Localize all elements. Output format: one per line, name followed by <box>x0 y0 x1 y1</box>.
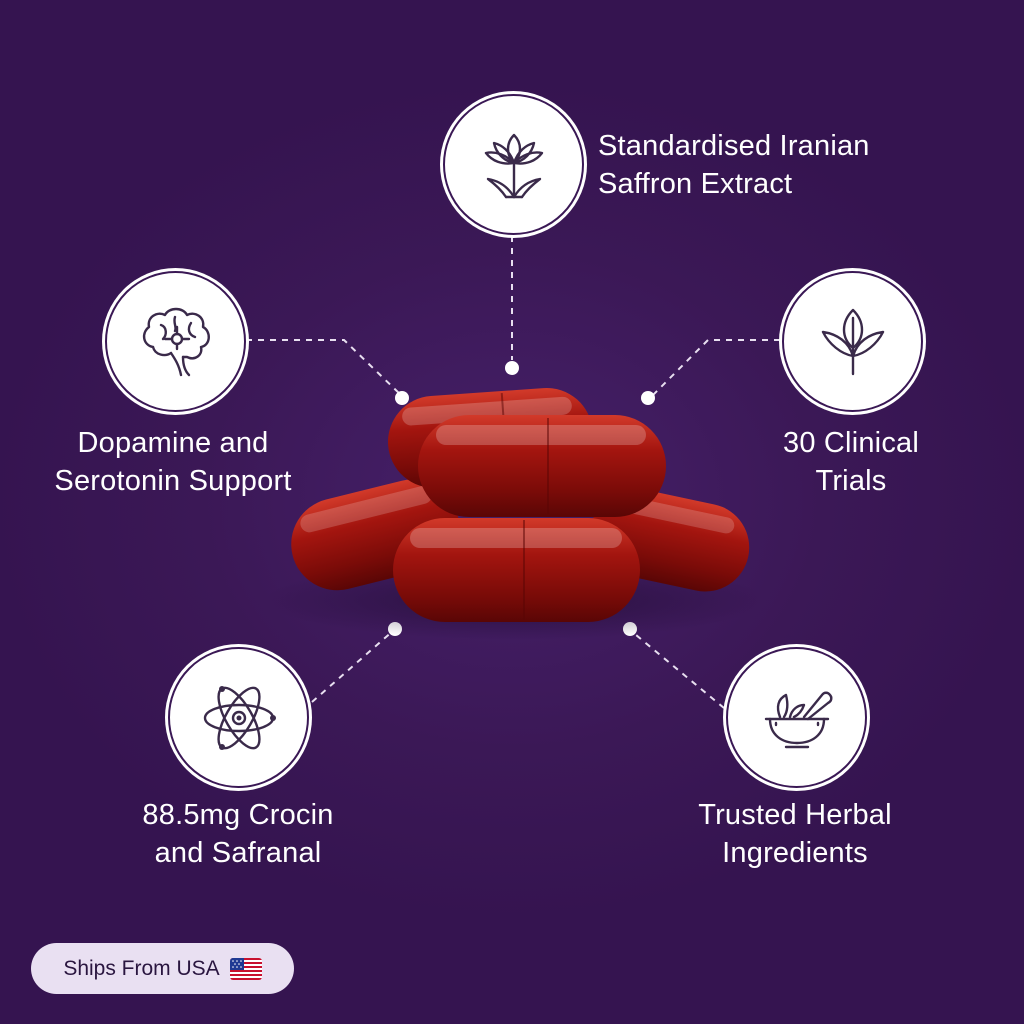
feature-line: Ingredients <box>722 837 868 869</box>
connector-right-bottom <box>629 629 725 709</box>
saffron-flower-icon <box>484 133 543 198</box>
connector-dot-left-top <box>395 391 409 405</box>
brain-badge <box>105 271 246 412</box>
leaf-badge <box>782 271 923 412</box>
atom-icon <box>203 685 276 750</box>
mortar-badge <box>726 647 867 788</box>
feature-line: Trusted Herbal <box>698 799 892 831</box>
feature-line: Saffron Extract <box>598 168 793 200</box>
us-flag-icon <box>229 957 262 980</box>
feature-line: 30 Clinical <box>783 427 919 459</box>
feature-line: 88.5mg Crocin <box>142 799 334 831</box>
connector-dot-top <box>505 361 519 375</box>
connector-left-top <box>246 339 403 397</box>
ships-from-label: Ships From USA <box>63 956 220 980</box>
atom-badge <box>168 647 309 788</box>
feature-line: and Safranal <box>154 837 322 869</box>
feature-label-brain: Dopamine and Serotonin Support <box>23 424 323 500</box>
feature-label-clinical: 30 Clinical Trials <box>731 424 971 500</box>
feature-label-herbal: Trusted Herbal Ingredients <box>665 796 925 872</box>
ships-from-usa-badge: Ships From USA <box>31 943 294 994</box>
connector-right-top <box>649 339 780 399</box>
connector-dot-right-top <box>641 391 655 405</box>
feature-line: Standardised Iranian <box>598 130 870 162</box>
brain-icon <box>142 307 210 376</box>
feature-label-saffron: Standardised Iranian Saffron Extract <box>598 127 870 203</box>
feature-line: Trials <box>815 465 887 497</box>
saffron-badge <box>443 94 584 235</box>
leaf-sprout-icon <box>821 308 884 375</box>
feature-line: Serotonin Support <box>54 465 292 497</box>
capsule-bottom-front <box>393 518 640 622</box>
mortar-pestle-icon <box>764 691 832 748</box>
feature-line: Dopamine and <box>77 427 269 459</box>
feature-label-crocin: 88.5mg Crocin and Safranal <box>108 796 368 872</box>
capsule-top-front <box>418 415 666 517</box>
